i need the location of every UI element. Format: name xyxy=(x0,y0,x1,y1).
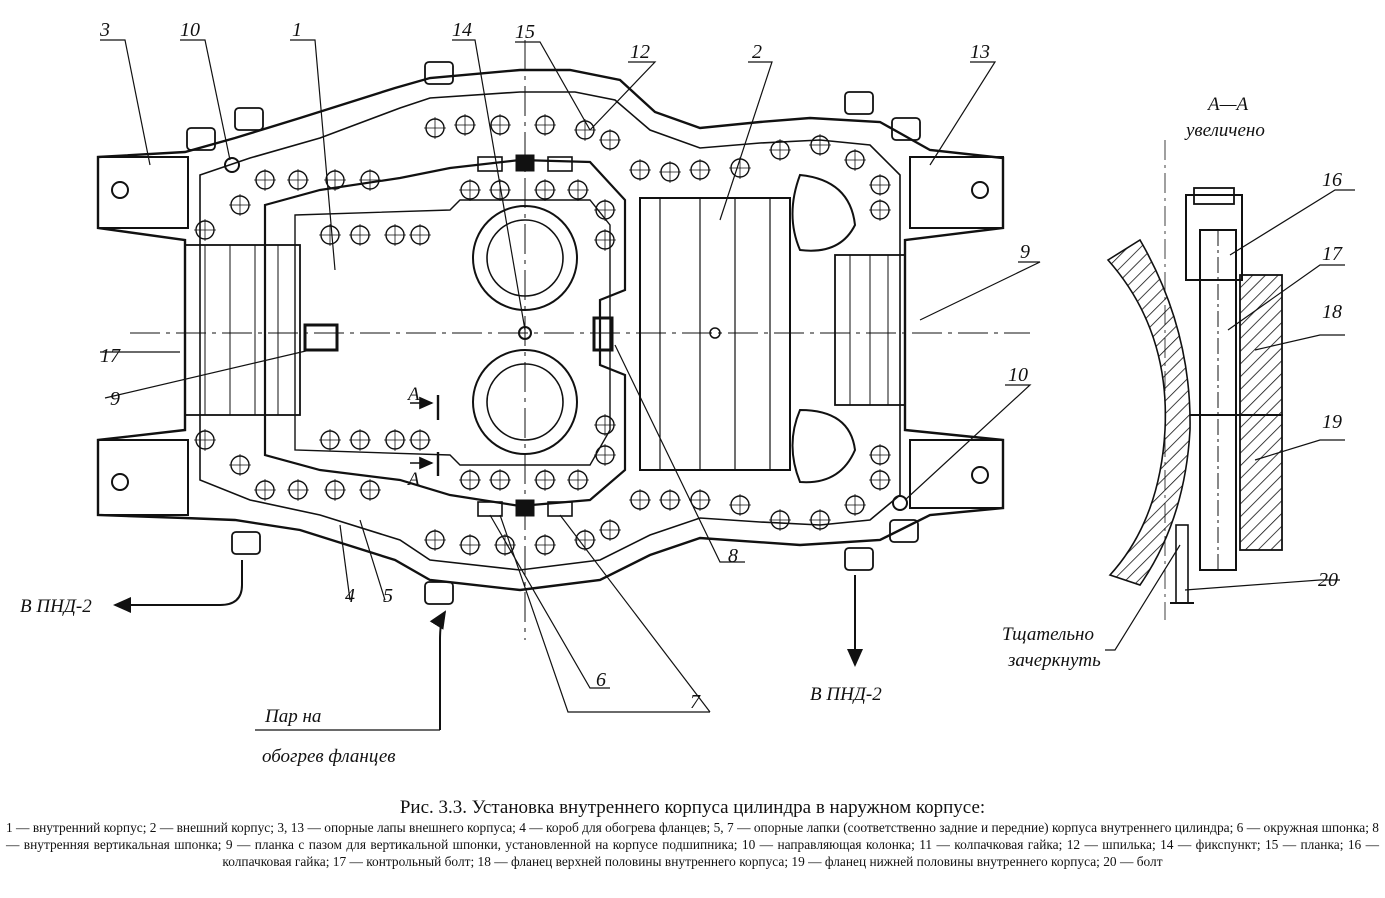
top-key-15 xyxy=(515,154,535,172)
flange-bolts xyxy=(194,114,891,556)
lower-exhaust-hood xyxy=(791,408,857,484)
guide-pillar xyxy=(971,466,989,484)
section-a-a-view xyxy=(1105,140,1355,651)
guide-pillar xyxy=(111,181,129,199)
outer-casing-inner-wall xyxy=(199,91,901,571)
callout-5: 5 xyxy=(383,585,393,607)
figure-legend: 1 — внутренний корпус; 2 — внешний корпу… xyxy=(6,820,1379,869)
cap-nut xyxy=(844,547,874,571)
section-label-a-top: А xyxy=(406,384,420,405)
steam-label-line1: Пар на xyxy=(264,706,321,727)
lower-bore-outer xyxy=(472,349,578,455)
upper-exhaust-hood xyxy=(791,173,857,252)
callout-18: 18 xyxy=(1322,301,1342,323)
cap-nut xyxy=(424,581,454,605)
cap-nut xyxy=(234,107,264,131)
figure-caption: Рис. 3.3. Установка внутреннего корпуса … xyxy=(0,796,1385,870)
support-lug-top-left xyxy=(477,156,503,172)
vertical-key-plate-9 xyxy=(303,323,339,352)
lower-flange-19 xyxy=(1239,414,1283,551)
cap-nut xyxy=(844,91,874,115)
callout-2: 2 xyxy=(752,41,762,63)
inner-casing-wall xyxy=(294,199,611,466)
support-paw-3-top xyxy=(97,156,189,229)
figure-title: Рис. 3.3. Установка внутреннего корпуса … xyxy=(399,797,986,818)
left-seal-housing xyxy=(184,244,301,416)
callout-16: 16 xyxy=(1322,169,1342,191)
callout-9-left: 9 xyxy=(110,388,120,410)
callout-17-right: 17 xyxy=(1322,243,1343,265)
section-scale: увеличено xyxy=(1184,120,1265,141)
inner-casing-section-wall xyxy=(1106,238,1191,586)
cap-nut xyxy=(891,117,921,141)
callout-9-right: 9 xyxy=(1020,241,1030,263)
support-paw-13-bottom xyxy=(909,439,1004,509)
rotor-centre xyxy=(709,327,721,339)
callout-17-left: 17 xyxy=(100,345,121,367)
guide-pillar xyxy=(111,473,129,491)
casing-assembly-drawing: А А В ПНД-2 В ПНД-2 Пар на обогрев фланц… xyxy=(20,19,1355,767)
cap-nut xyxy=(424,61,454,85)
support-lug-7 xyxy=(547,501,573,517)
callout-15: 15 xyxy=(515,21,535,43)
callout-13: 13 xyxy=(970,41,990,63)
callout-20: 20 xyxy=(1318,569,1338,591)
callout-10-top: 10 xyxy=(180,19,200,41)
callout-3: 3 xyxy=(99,19,110,41)
plan-view xyxy=(96,40,1030,640)
vertical-key-8 xyxy=(592,316,614,352)
cap-nut xyxy=(231,531,261,555)
callout-7: 7 xyxy=(690,691,701,713)
inner-casing-contour xyxy=(263,158,627,508)
weld-note-line2: зачеркнуть xyxy=(1007,650,1101,671)
callout-19: 19 xyxy=(1322,411,1342,433)
cap-nut-16-top xyxy=(1193,187,1235,205)
callout-8: 8 xyxy=(728,545,738,567)
outlet-label-left: В ПНД-2 xyxy=(20,596,92,617)
section-label-a-bottom: А xyxy=(406,469,420,490)
steam-label-line2: обогрев фланцев xyxy=(262,746,396,767)
callout-14: 14 xyxy=(452,19,472,41)
leader-lines xyxy=(100,39,1041,713)
support-lug-top-right xyxy=(547,156,573,172)
support-paw-3-bottom xyxy=(97,439,189,516)
guide-column-10 xyxy=(892,495,908,511)
rotor-drum xyxy=(639,197,791,471)
cap-nut xyxy=(889,519,919,543)
cap-nut xyxy=(186,127,216,151)
callout-10-right: 10 xyxy=(1008,364,1028,386)
weld-note-line1: Тщательно xyxy=(1002,624,1094,645)
section-title: А—А xyxy=(1206,94,1249,115)
callout-4: 4 xyxy=(345,585,355,607)
lower-bore-inner xyxy=(486,363,564,441)
cap-nut-16 xyxy=(1185,194,1243,281)
bolt-20 xyxy=(1175,524,1189,604)
guide-pillar xyxy=(971,181,989,199)
callout-12: 12 xyxy=(630,41,650,63)
support-paw-13-top xyxy=(909,156,1004,229)
callout-6: 6 xyxy=(596,669,606,691)
bottom-key-6 xyxy=(515,499,535,517)
support-lug-5 xyxy=(477,501,503,517)
callout-1: 1 xyxy=(292,19,302,41)
upper-bore-outer xyxy=(472,205,578,311)
upper-bore-inner xyxy=(486,219,564,297)
section-markers xyxy=(410,395,440,476)
outer-casing-contour xyxy=(96,68,1005,592)
outlet-label-right: В ПНД-2 xyxy=(810,684,882,705)
piping-arrows xyxy=(113,560,863,731)
guide-column-10 xyxy=(224,157,240,173)
